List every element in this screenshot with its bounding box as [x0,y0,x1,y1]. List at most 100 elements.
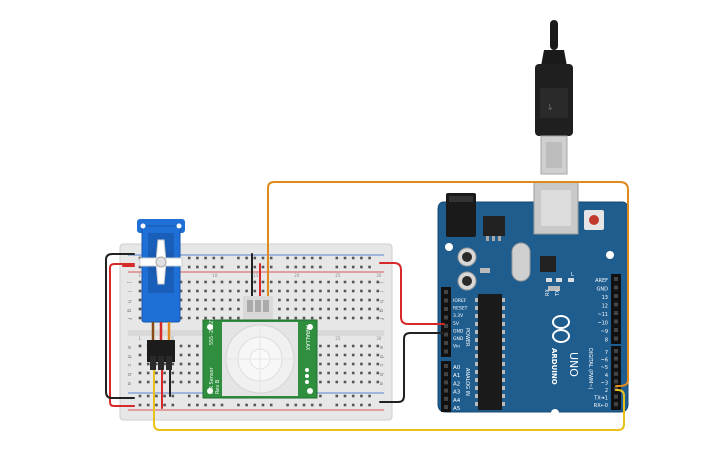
breadboard-hole [187,316,191,320]
breadboard-hole [302,298,306,302]
breadboard-hole [253,403,257,407]
breadboard-hole [335,371,339,375]
breadboard-row-letter: j [126,281,132,283]
header-pin [444,388,448,393]
breadboard-hole [196,307,199,311]
breadboard-hole [253,265,257,269]
breadboard-hole [171,403,175,407]
left-red-jumper [109,263,135,407]
header-pin [444,324,448,328]
breadboard-hole [376,298,380,302]
5v-wire [379,262,445,325]
breadboard-hole [335,344,339,348]
breadboard-hole [360,353,363,357]
arduino-logo [552,315,570,343]
breadboard-hole [302,316,306,320]
arduino-pin-label: GND [453,328,464,334]
breadboard-hole [146,362,150,366]
breadboard-hole [187,380,191,384]
breadboard-hole [368,307,371,311]
breadboard-row-letter: e [378,346,384,349]
header-pin [444,405,448,409]
breadboard-hole [335,316,339,320]
header-pin [444,332,448,337]
breadboard-column-number: 25 [335,336,341,341]
breadboard-hole [319,289,322,293]
breadboard-row-letter: h [378,300,384,303]
breadboard-hole [310,316,314,320]
arduino-pin-label: ~10 [597,321,608,327]
breadboard-hole [286,265,289,269]
breadboard-hole [212,289,216,293]
breadboard-hole [319,298,322,302]
pir-part-text: 555-28027 [209,318,215,345]
arduino-pin-label: 12 [602,304,608,310]
breadboard-hole [327,371,330,375]
breadboard-hole [187,353,191,357]
breadboard-hole [327,353,330,357]
breadboard-hole [319,403,322,407]
header-pin [444,290,448,294]
digital-header-bottom [611,346,621,410]
breadboard-hole [319,380,322,384]
breadboard-hole [196,316,199,320]
pir-brand-text: PIR Sensor [209,366,215,394]
arduino-pin-label: A2 [453,381,460,387]
header-pin [444,364,448,368]
breadboard-hole [196,280,199,284]
breadboard-hole [286,403,289,407]
breadboard-hole [278,307,281,311]
breadboard-column-number: 15 [253,273,259,278]
breadboard-hole [138,316,142,320]
breadboard-row-letter: c [126,364,132,367]
breadboard-hole [319,307,322,311]
arduino-pin-label: AREF [595,278,608,284]
breadboard-hole [286,289,289,293]
breadboard-hole [351,380,355,384]
breadboard-hole [360,362,363,366]
breadboard-hole [343,371,347,375]
header-pin [614,336,618,341]
breadboard-hole [286,316,289,320]
breadboard-hole [351,316,355,320]
breadboard-hole [360,403,363,407]
yellow-signal-wire [153,369,625,431]
header-pin [614,349,618,353]
breadboard-hole [327,298,330,302]
breadboard-hole [138,353,142,357]
breadboard-hole [368,298,371,302]
analog-section-label: ANALOG IN [464,368,470,396]
breadboard-hole [163,394,166,398]
arduino-pin-label: ~6 [601,358,608,364]
breadboard-hole [360,280,363,284]
breadboard-hole [360,289,363,293]
breadboard-hole [163,403,166,407]
breadboard-hole [294,256,298,260]
breadboard-hole [294,307,298,311]
breadboard-row-letter: e [126,346,132,349]
breadboard-hole [319,256,322,260]
breadboard-hole [360,316,363,320]
breadboard-row-letter: i [378,291,384,292]
breadboard-hole [261,289,265,293]
breadboard-hole [220,316,224,320]
breadboard-hole [196,289,199,293]
breadboard-hole [335,307,339,311]
breadboard-hole [368,353,371,357]
breadboard-hole [245,403,248,407]
breadboard-hole [204,316,207,320]
arduino-pin-label: A3 [453,390,461,396]
breadboard-hole [343,394,347,398]
breadboard-hole [376,280,380,284]
breadboard-hole [335,289,339,293]
header-pin [444,396,448,401]
atmega-chip [478,294,502,410]
breadboard-hole [187,362,191,366]
arduino-uno-board: RX TX L ARDUINO UNO IOREFRESET3.3V5VGNDG… [437,181,629,417]
breadboard-hole [179,280,183,284]
breadboard-hole [196,371,199,375]
header-pin [614,402,618,407]
breadboard-hole [212,316,216,320]
breadboard-hole [155,394,158,398]
breadboard-hole [343,307,347,311]
